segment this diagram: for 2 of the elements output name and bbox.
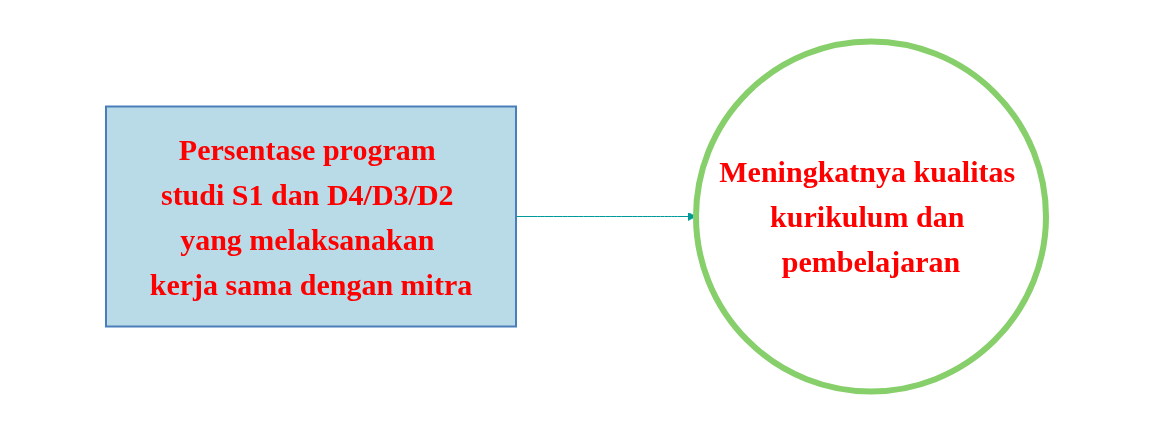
node-box: Persentase program studi S1 dan D4/D3/D2 yang melaksanakan kerja sama dengan mitra [105,105,517,328]
node-circle: Meningkatnya kualitas kurikulum dan pembelajaran [693,38,1049,395]
